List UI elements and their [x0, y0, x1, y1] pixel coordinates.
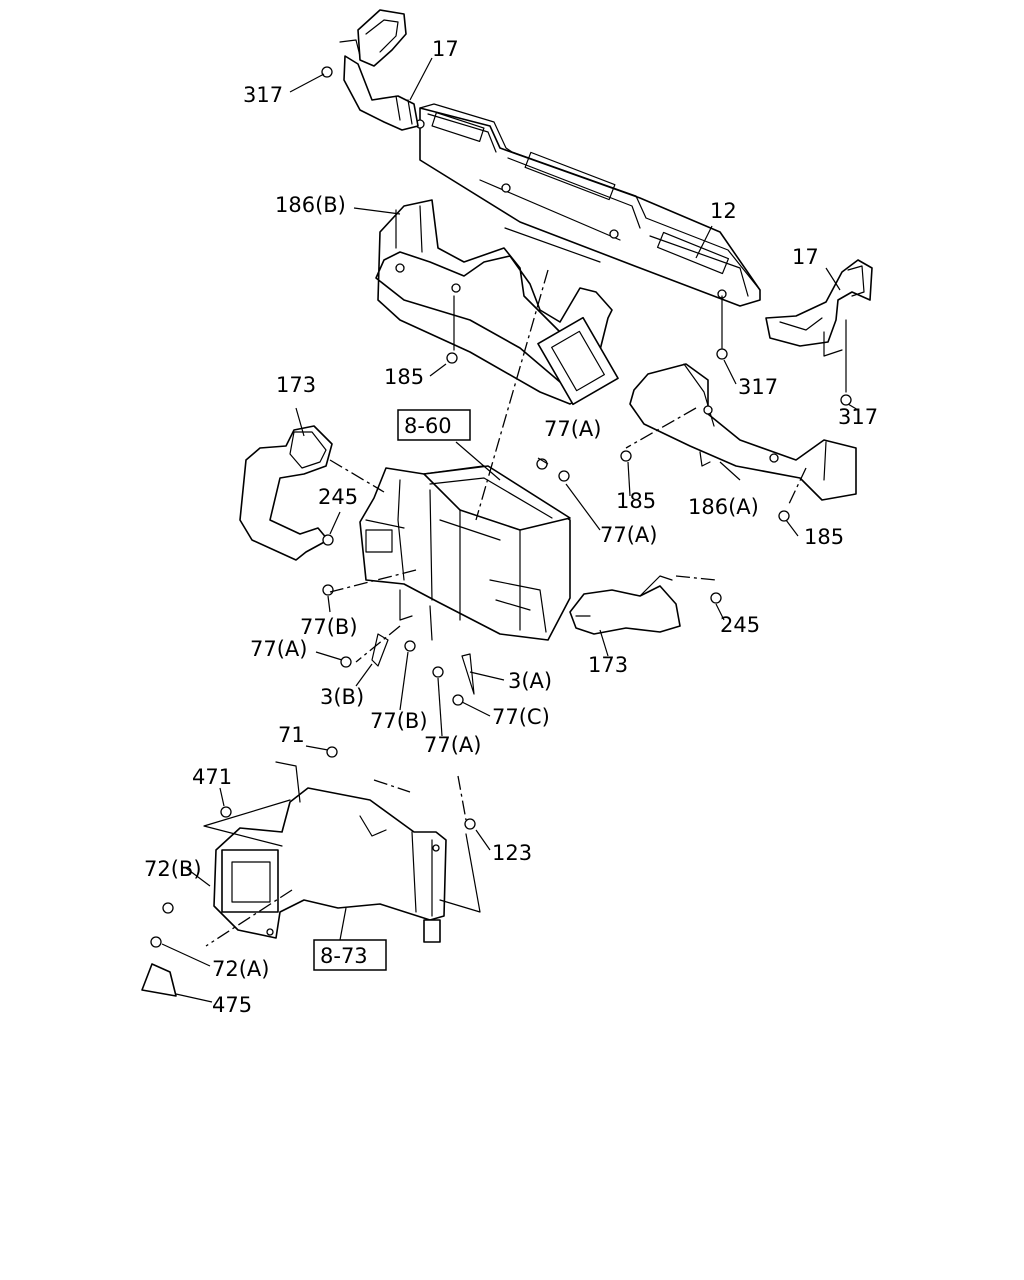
- heater-unit: [359, 465, 571, 641]
- reference-box-8-60: [397, 409, 471, 441]
- floor-duct: [213, 761, 447, 943]
- callout-77a: 77(A): [544, 417, 601, 441]
- callout-186b: 186(B): [275, 193, 346, 217]
- callout-173: 173: [588, 653, 628, 677]
- callout-77b: 77(B): [300, 615, 358, 639]
- fasteners: [141, 66, 852, 997]
- callout-77a: 77(A): [424, 733, 481, 757]
- callout-185: 185: [804, 525, 844, 549]
- vent-duct-186b: [375, 199, 619, 406]
- side-duct-17-left: [339, 9, 419, 131]
- callout-labels: 317 17 12 17 186(B) 185 317 317 173 8-60…: [144, 37, 878, 1017]
- callout-77c: 77(C): [492, 705, 550, 729]
- callout-12: 12: [710, 199, 737, 223]
- assembly-lines: [203, 269, 847, 947]
- callout-317: 317: [738, 375, 778, 399]
- callout-72a: 72(A): [212, 957, 269, 981]
- callout-245: 245: [720, 613, 760, 637]
- callout-3b: 3(B): [320, 685, 364, 709]
- callout-317: 317: [243, 83, 283, 107]
- callout-317: 317: [838, 405, 878, 429]
- leader-lines: [161, 57, 859, 1003]
- callout-471: 471: [192, 765, 232, 789]
- callout-72b: 72(B): [144, 857, 202, 881]
- callout-71: 71: [278, 723, 305, 747]
- callout-123: 123: [492, 841, 532, 865]
- callout-185: 185: [616, 489, 656, 513]
- callout-17: 17: [432, 37, 459, 61]
- defroster-duct-12: [415, 103, 761, 307]
- callout-245: 245: [318, 485, 358, 509]
- callout-186a: 186(A): [688, 495, 759, 519]
- callout-475: 475: [212, 993, 252, 1017]
- reference-8-73: 8-73: [320, 944, 368, 968]
- callout-173: 173: [276, 373, 316, 397]
- reference-box-8-73: [313, 939, 387, 971]
- callout-77b: 77(B): [370, 709, 428, 733]
- vent-duct-186a: [629, 363, 857, 501]
- callout-77a: 77(A): [250, 637, 307, 661]
- reference-8-60: 8-60: [404, 414, 452, 438]
- rear-duct-173-right: [569, 575, 681, 635]
- rear-duct-173-left: [239, 425, 333, 561]
- callout-185: 185: [384, 365, 424, 389]
- side-duct-17-right: [765, 259, 873, 357]
- callout-3a: 3(A): [508, 669, 552, 693]
- callout-17: 17: [792, 245, 819, 269]
- callout-77a: 77(A): [600, 523, 657, 547]
